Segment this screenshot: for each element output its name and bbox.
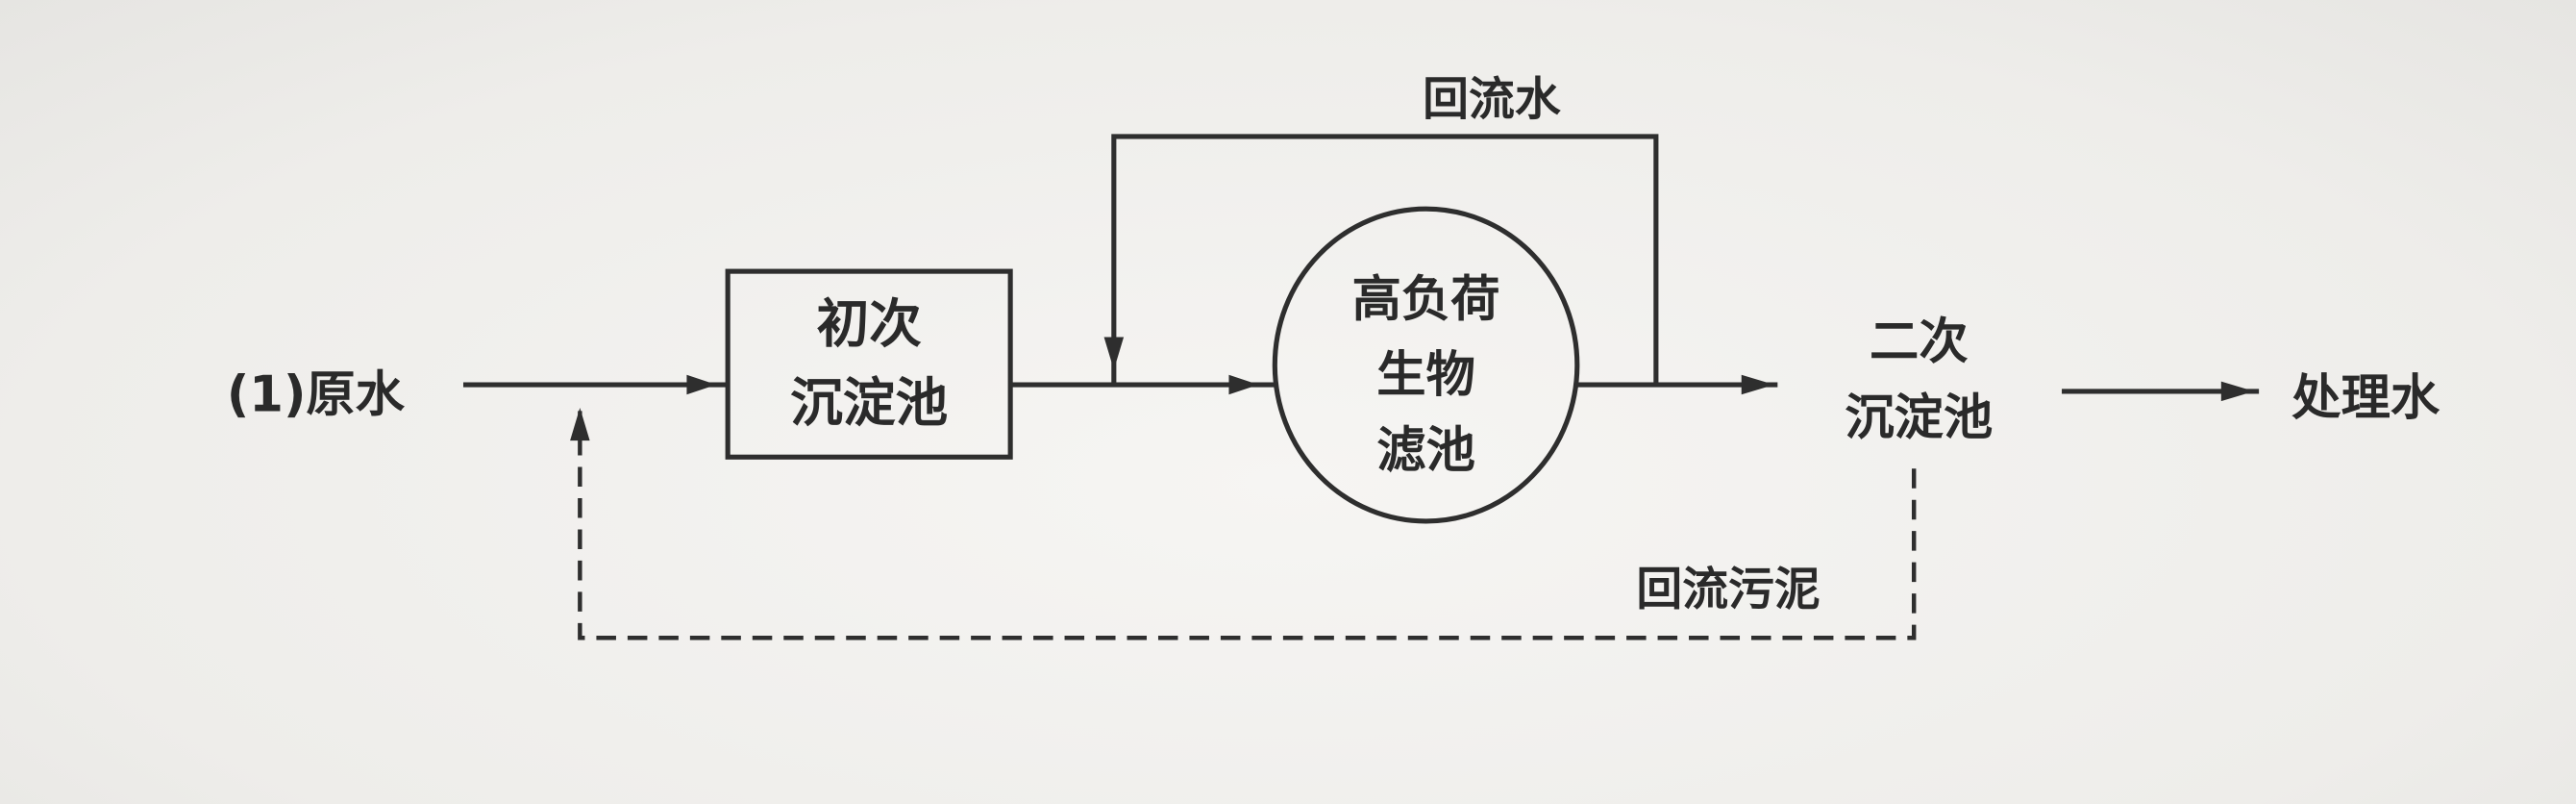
secondary-clarifier-line1: 二次 [1870, 314, 1969, 371]
biofilter-line2: 生物 [1376, 346, 1475, 404]
arrow-icon [686, 374, 717, 395]
biofilter-line1: 高负荷 [1352, 270, 1500, 328]
recycle-water-line [1111, 134, 1659, 386]
biofilter-line3: 滤池 [1376, 422, 1475, 480]
primary-clarifier-box [725, 268, 1013, 460]
output-label: 处理水 [2291, 369, 2440, 427]
arrow-icon [2220, 381, 2254, 402]
arrow-icon [1103, 337, 1125, 370]
biofilter-circle [1272, 206, 1580, 524]
arrow-icon [1228, 374, 1259, 395]
recycle-sludge-label: 回流污泥 [1636, 564, 1820, 616]
input-label: (1)原水 [227, 365, 406, 423]
primary-clarifier-line2: 沉淀池 [790, 372, 948, 434]
secondary-clarifier-line2: 沉淀池 [1845, 389, 1993, 446]
primary-clarifier-line1: 初次 [816, 293, 922, 355]
arrow-icon [1741, 374, 1774, 395]
recycle-water-label: 回流水 [1423, 74, 1561, 127]
arrow-icon [570, 407, 590, 441]
